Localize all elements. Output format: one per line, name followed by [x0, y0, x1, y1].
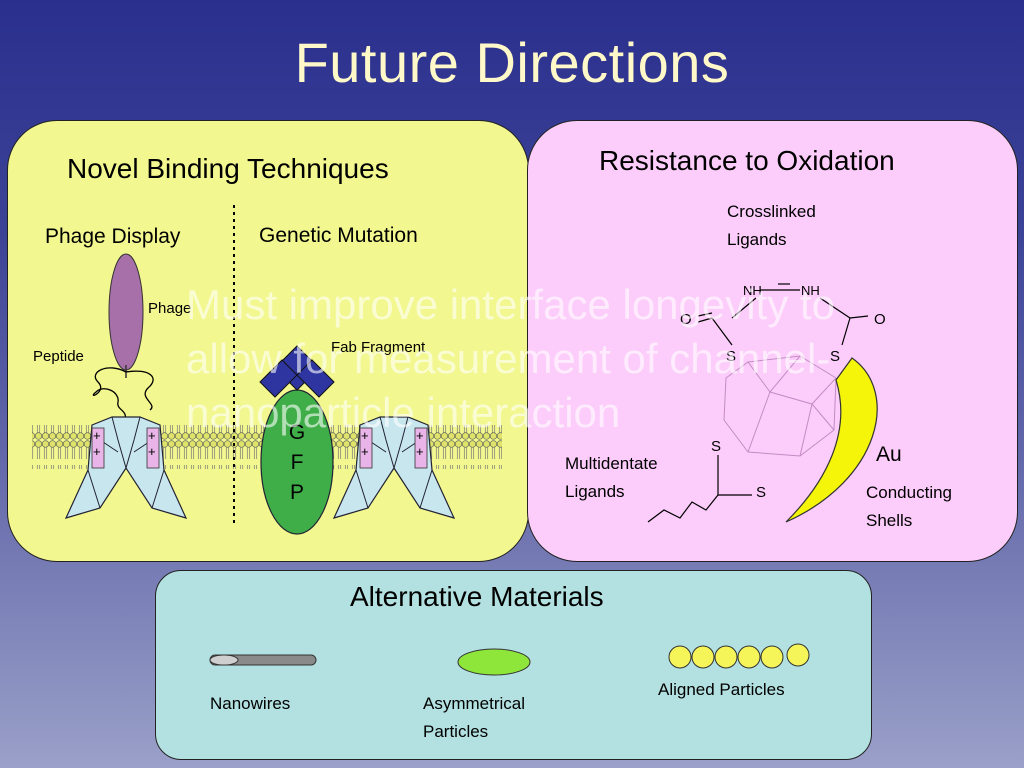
aligned-particles-label: Aligned Particles — [658, 680, 785, 699]
fab-fragment-label: Fab Fragment — [331, 339, 426, 356]
oxidation-resistance-panel — [527, 120, 1018, 562]
sulfur-label: S — [830, 348, 841, 365]
o-right-label: O — [874, 311, 886, 328]
asymmetrical-particles-label: Asymmetrical Particles — [423, 694, 526, 741]
charge-plus: + — [361, 444, 369, 459]
asymmetrical-particle-shape — [457, 648, 531, 676]
charge-plus: + — [148, 428, 156, 443]
genetic-mutation-label: Genetic Mutation — [259, 224, 418, 247]
charge-plus: + — [148, 444, 156, 459]
phage-display-label: Phage Display — [45, 225, 181, 248]
peptide-squiggle-2 — [125, 370, 154, 411]
sulfur-label: S — [756, 484, 767, 501]
phage-label: Phage — [148, 300, 192, 317]
oxidation-heading: Resistance to Oxidation — [599, 145, 895, 176]
conducting-shells-label: Conducting Shells — [866, 483, 953, 530]
sulfur-label: S — [711, 438, 722, 455]
nanowire-shape — [209, 654, 317, 666]
nh-right-label: NH — [801, 283, 820, 298]
phage-shape — [108, 253, 144, 371]
gold-shell — [785, 357, 878, 523]
fab-fragment-shape — [259, 345, 335, 398]
sulfur-label: S — [726, 348, 737, 365]
gfp-label: G F P — [262, 418, 332, 508]
crosslinked-ligands-label: Crosslinked Ligands — [727, 202, 816, 249]
ion-channel-right — [332, 416, 456, 519]
nh-left-label: NH — [743, 283, 762, 298]
charge-plus: + — [416, 444, 424, 459]
au-label: Au — [876, 443, 902, 466]
aligned-particles-shape — [668, 643, 810, 669]
charge-plus: + — [361, 428, 369, 443]
peptide-label: Peptide — [33, 348, 84, 365]
gfp-label-text: G F P — [288, 421, 306, 504]
crosslinked-ligand-bonds — [647, 283, 869, 523]
overlay-statement: Must improve interface longevity to allo… — [186, 281, 835, 436]
charge-plus: + — [93, 428, 101, 443]
binding-heading: Novel Binding Techniques — [67, 153, 389, 184]
ion-channel-left — [64, 416, 188, 519]
nanoparticle-core — [723, 355, 837, 457]
peptide-squiggle — [92, 367, 127, 421]
multidentate-ligands-label: Multidentate Ligands — [565, 454, 658, 501]
charge-plus: + — [93, 444, 101, 459]
o-left-label: O — [680, 311, 692, 328]
nanowires-label: Nanowires — [210, 694, 291, 713]
charge-plus: + — [416, 428, 424, 443]
materials-heading: Alternative Materials — [350, 581, 604, 612]
slide-title: Future Directions — [294, 31, 730, 94]
